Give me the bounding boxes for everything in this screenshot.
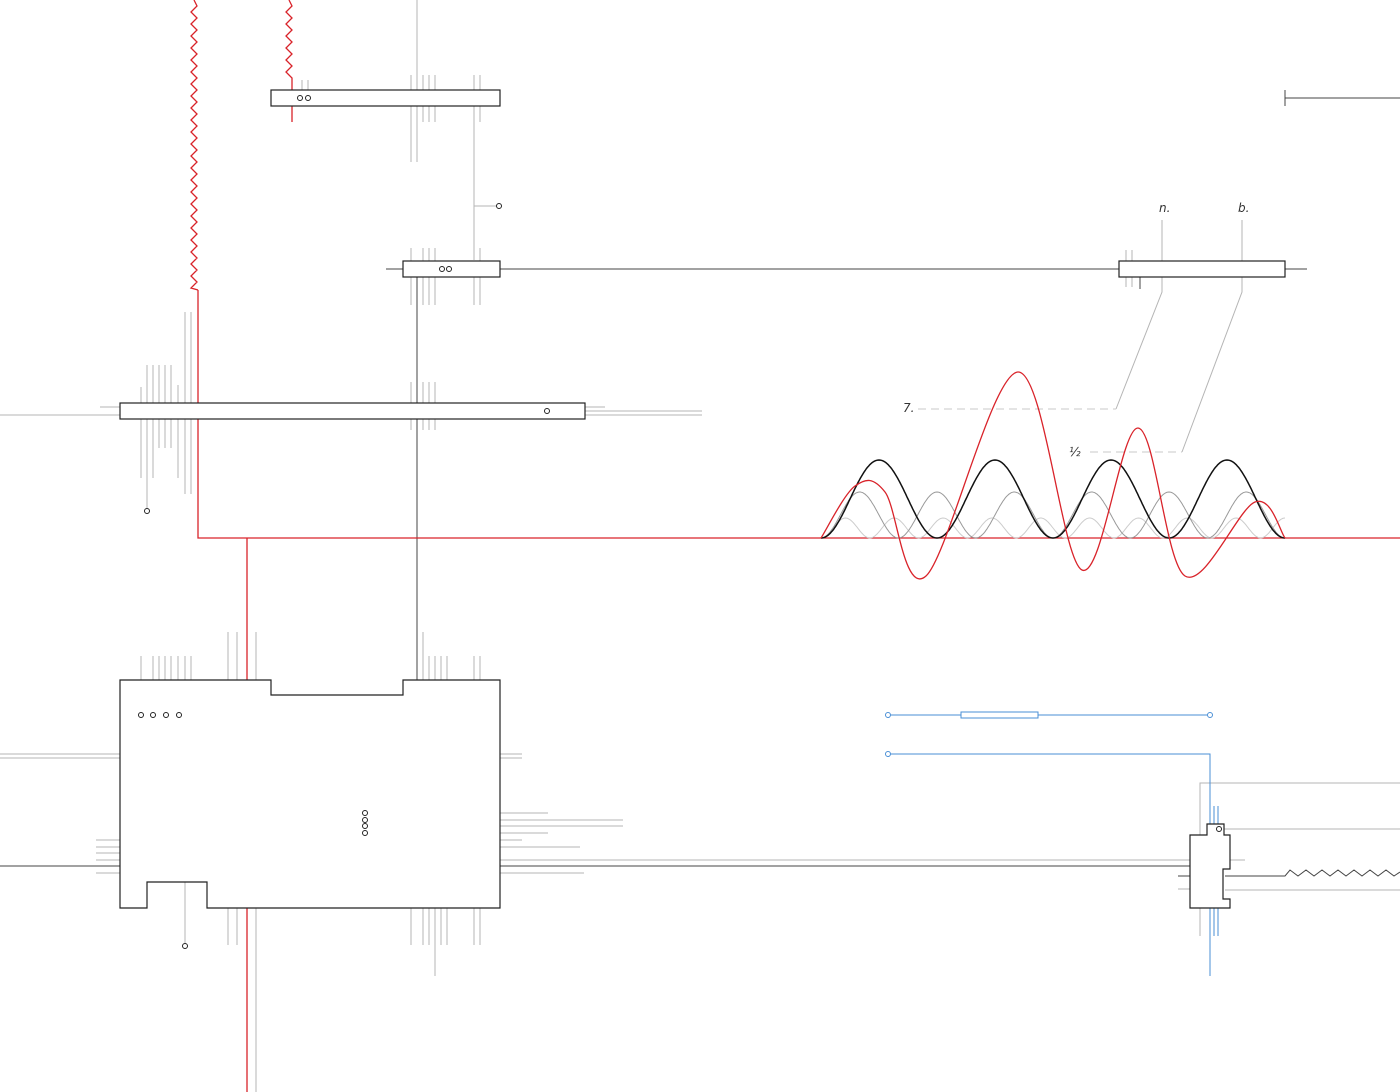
dark-traces [0,90,1400,877]
wave-plot [820,371,1286,580]
component-bar-right[interactable] [1118,260,1286,278]
leader-dashes [918,408,1182,453]
label-n: n. [1159,201,1170,215]
component-bar-long[interactable] [119,402,586,420]
blue-traces [885,711,1219,976]
label-b: b. [1238,201,1249,215]
components [119,89,1286,909]
main-board[interactable] [119,679,501,909]
label-seven: 7. [903,401,914,415]
label-half: ½ [1069,445,1081,459]
component-bar-top[interactable] [270,89,501,107]
connector-block[interactable] [1189,823,1231,909]
terminals [138,95,1222,949]
red-traces [189,0,1400,1092]
